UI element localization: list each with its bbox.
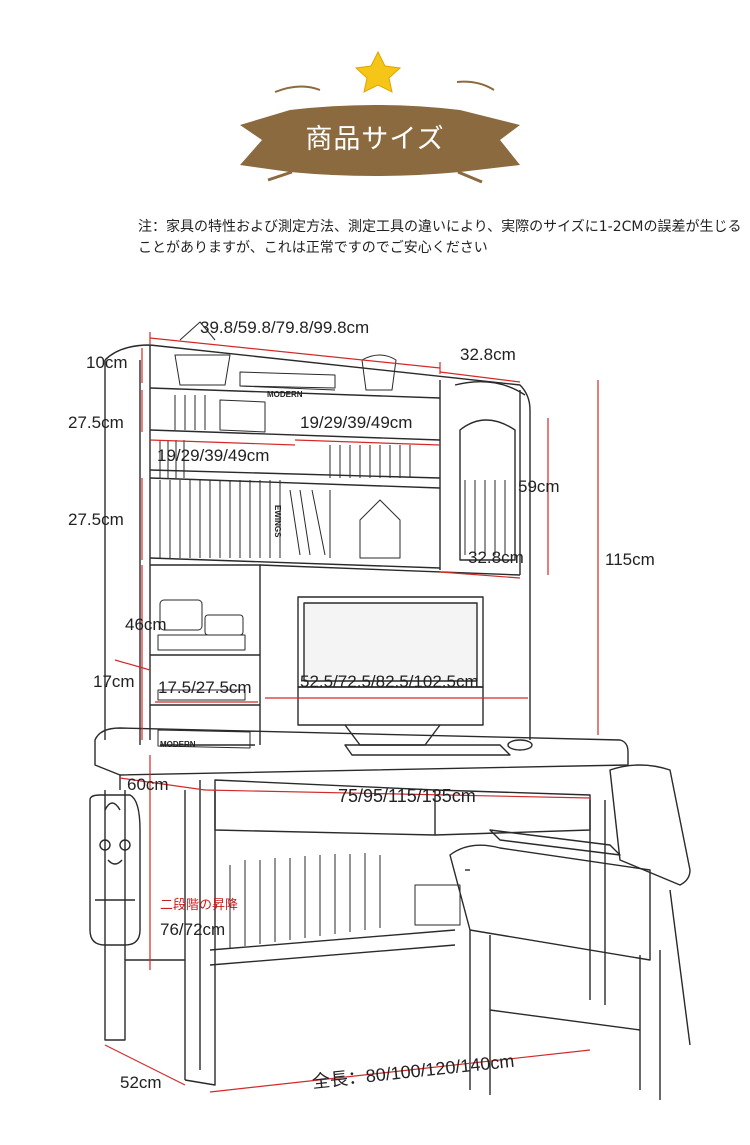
- title-banner: [240, 105, 520, 176]
- page-title: 商品サイズ: [305, 124, 445, 155]
- book-label-ewings: EWINGS: [273, 505, 282, 538]
- dim-shelf-height-1: 27.5cm: [68, 413, 124, 432]
- dim-hutch-height: 46cm: [125, 615, 167, 634]
- book-label-modern-desk: MODERN: [160, 740, 196, 749]
- dim-adjust-note: 二段階の昇降: [160, 897, 239, 912]
- dim-base-depth: 52cm: [120, 1073, 162, 1092]
- dim-small-shelf-width: 17.5/27.5cm: [158, 678, 252, 697]
- dim-low-shelf-height: 17cm: [93, 672, 135, 691]
- dim-total-height: 115cm: [605, 550, 655, 569]
- dim-shelf-height-2: 27.5cm: [68, 510, 124, 529]
- dim-desk-height: 76/72cm: [160, 920, 226, 939]
- dim-desk-width: 75/95/115/135cm: [338, 786, 476, 806]
- dim-side-depth-top: 32.8cm: [460, 345, 516, 364]
- chair-back: [609, 764, 691, 886]
- measurement-note: 注：家具の特性および測定方法、測定工具の違いにより、実際のサイズに1-2CMの誤…: [138, 219, 742, 256]
- header-decoration: [240, 50, 520, 184]
- dim-top-height: 10cm: [86, 353, 128, 372]
- dim-inner-width-right: 19/29/39/49cm: [300, 413, 413, 432]
- dim-inner-width-left: 19/29/39/49cm: [157, 446, 270, 465]
- desk-top-outline: [94, 727, 629, 776]
- dim-monitor-bay-width: 52.5/72.5/82.5/102.5cm: [300, 672, 479, 691]
- star-icon: [354, 50, 402, 93]
- book-label-modern: MODERN: [267, 390, 303, 399]
- dim-right-cabinet-height: 59cm: [518, 477, 560, 496]
- dim-desk-depth: 60cm: [127, 775, 169, 794]
- dim-side-depth-mid: 32.8cm: [468, 548, 524, 567]
- backpack: [89, 794, 141, 946]
- dim-top-width: 39.8/59.8/79.8/99.8cm: [200, 318, 370, 337]
- hutch-outline: [104, 344, 531, 740]
